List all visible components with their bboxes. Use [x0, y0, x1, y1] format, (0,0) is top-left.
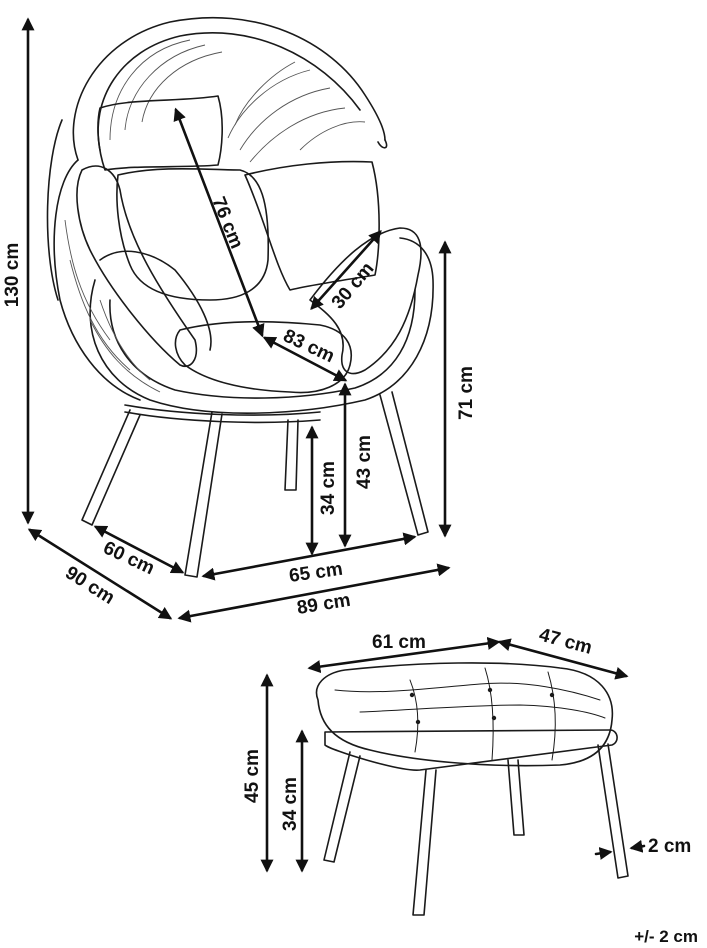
label-43cm: 43 cm: [354, 435, 375, 489]
label-45cm: 45 cm: [242, 749, 263, 803]
label-90cm: 90 cm: [61, 562, 118, 608]
label-76cm: 76 cm: [207, 194, 247, 252]
ottoman-dimension-lines: 61 cm 47 cm 45 cm 34 cm 2 cm: [242, 625, 691, 873]
bowl-weave: [64, 219, 161, 393]
label-30cm: 30 cm: [328, 258, 379, 313]
label-2cm: 2 cm: [648, 836, 691, 857]
ottoman-illustration: [315, 662, 629, 916]
label-34cm-ottoman: 34 cm: [280, 777, 301, 831]
label-130cm: 130 cm: [2, 243, 23, 307]
label-61cm: 61 cm: [372, 632, 426, 653]
tolerance-note: +/- 2 cm: [634, 927, 698, 946]
egg-chair-illustration: [46, 16, 434, 578]
ottoman-legs: [323, 743, 629, 916]
label-71cm: 71 cm: [456, 366, 477, 420]
label-34cm-chair: 34 cm: [318, 461, 339, 515]
label-65cm: 65 cm: [288, 559, 344, 587]
